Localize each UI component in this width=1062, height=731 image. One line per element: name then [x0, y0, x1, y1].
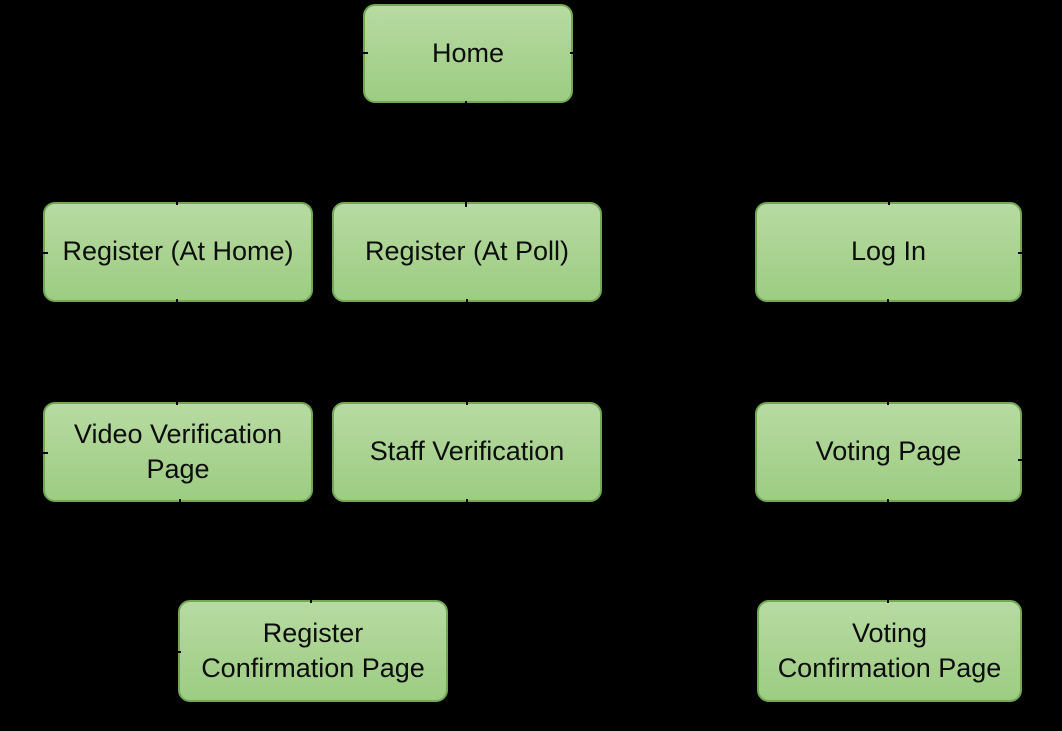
node-register-at-poll-label: Register (At Poll) [364, 236, 570, 267]
connector-log-in-to-voting-page [887, 299, 889, 405]
node-register-at-home: Register (At Home) [43, 202, 313, 302]
node-register-confirmation-page: Register Confirmation Page [178, 600, 448, 702]
node-home: Home [363, 4, 573, 103]
node-home-label: Home [431, 37, 505, 68]
connector-home-to-register-at-home [176, 52, 368, 54]
connector-left-loop-register-confirmation [20, 651, 181, 653]
connector-right-loop-vertical [1040, 252, 1042, 461]
connector-right-loop-voting-page [1018, 459, 1042, 461]
node-register-confirmation-page-label: Register Confirmation Page [201, 617, 425, 683]
node-log-in: Log In [755, 202, 1022, 302]
connector-home-to-log-in [570, 52, 890, 54]
node-voting-page-label: Voting Page [815, 436, 962, 467]
connector-home-to-log-in-vertical [888, 52, 890, 205]
node-staff-verification: Staff Verification [332, 402, 602, 502]
node-video-verification-page-label: Video Verification Page [73, 418, 283, 484]
node-video-verification-page: Video Verification Page [43, 402, 313, 502]
connector-register-confirmation-merge-horizontal [179, 551, 468, 553]
node-voting-page: Voting Page [755, 402, 1022, 502]
connector-home-to-register-at-poll [465, 101, 467, 207]
connector-left-loop-register-at-home [20, 252, 48, 254]
node-voting-confirmation-page: Voting Confirmation Page [757, 600, 1022, 702]
connector-home-to-register-at-home-vertical [176, 52, 178, 205]
connector-staff-verification-to-register-confirmation [466, 499, 468, 553]
connector-register-at-home-to-video-verification [176, 299, 178, 405]
connector-left-loop-video-verification [20, 452, 48, 454]
connector-video-verification-to-register-confirmation [179, 499, 181, 553]
connector-register-confirmation-merge-vertical [310, 551, 312, 603]
connector-right-loop-log-in [1018, 252, 1042, 254]
node-log-in-label: Log In [850, 236, 927, 267]
node-voting-confirmation-page-label: Voting Confirmation Page [777, 617, 1002, 683]
node-register-at-home-label: Register (At Home) [62, 236, 294, 267]
connector-voting-page-to-voting-confirmation [887, 499, 889, 603]
node-staff-verification-label: Staff Verification [369, 436, 565, 467]
node-register-at-poll: Register (At Poll) [332, 202, 602, 302]
connector-register-at-poll-to-staff-verification [466, 299, 468, 405]
